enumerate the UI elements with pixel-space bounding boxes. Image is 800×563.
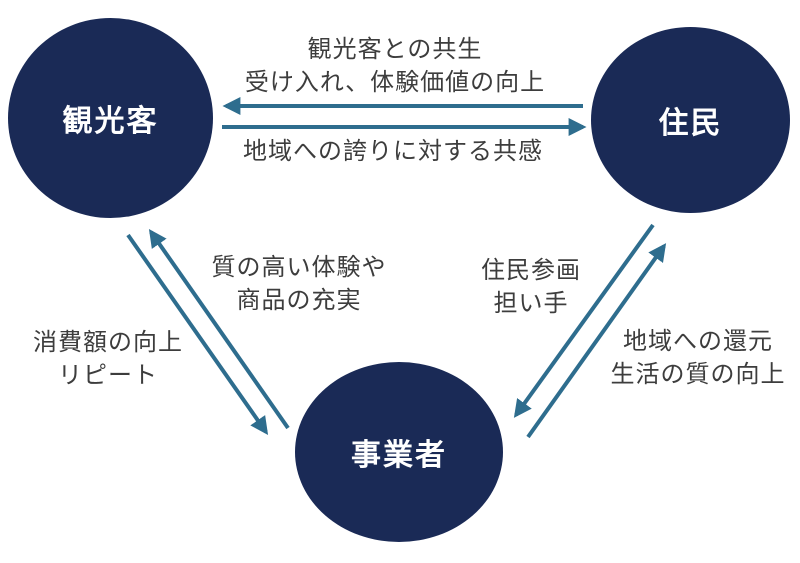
edge-label-line: 住民参画 [481,257,581,284]
node-businesses: 事業者 [295,362,503,542]
edge-label-businesses-to-tourists: 質の高い体験や 商品の充実 [212,251,387,317]
arrow-businesses-to-residents [526,243,667,439]
node-tourists: 観光客 [8,18,213,218]
edge-label-line: 生活の質の向上 [610,361,786,388]
edge-label-businesses-to-residents: 地域への還元 生活の質の向上 [611,325,786,391]
edge-label-line: 商品の充実 [236,287,362,314]
arrow-residents-to-businesses [513,223,655,418]
edge-label-tourists-to-residents: 地域への誇りに対する共感 [243,135,543,168]
node-tourists-label: 観光客 [62,105,159,138]
edge-label-line: 担い手 [493,290,569,317]
node-residents: 住民 [591,27,790,213]
edge-label-line: 地域への誇りに対する共感 [243,138,543,165]
arrow-tourists-to-businesses [126,233,269,435]
edge-label-line: 消費額の向上 [33,329,183,356]
edge-label-line: リピート [58,362,158,389]
edge-label-line: 質の高い体験や [211,254,387,281]
edge-label-tourists-to-businesses: 消費額の向上 リピート [33,326,183,392]
arrow-businesses-to-tourists [148,229,290,430]
edge-label-residents-to-businesses: 住民参画 担い手 [481,254,581,320]
edge-label-line: 地域への還元 [623,328,773,355]
node-residents-label: 住民 [658,107,723,140]
node-businesses-label: 事業者 [351,439,447,472]
edge-label-line: 観光客との共生 [307,36,483,63]
edge-label-line: 受け入れ、体験価値の向上 [244,69,546,96]
edge-label-residents-to-tourists: 観光客との共生 受け入れ、体験価値の向上 [245,33,545,99]
